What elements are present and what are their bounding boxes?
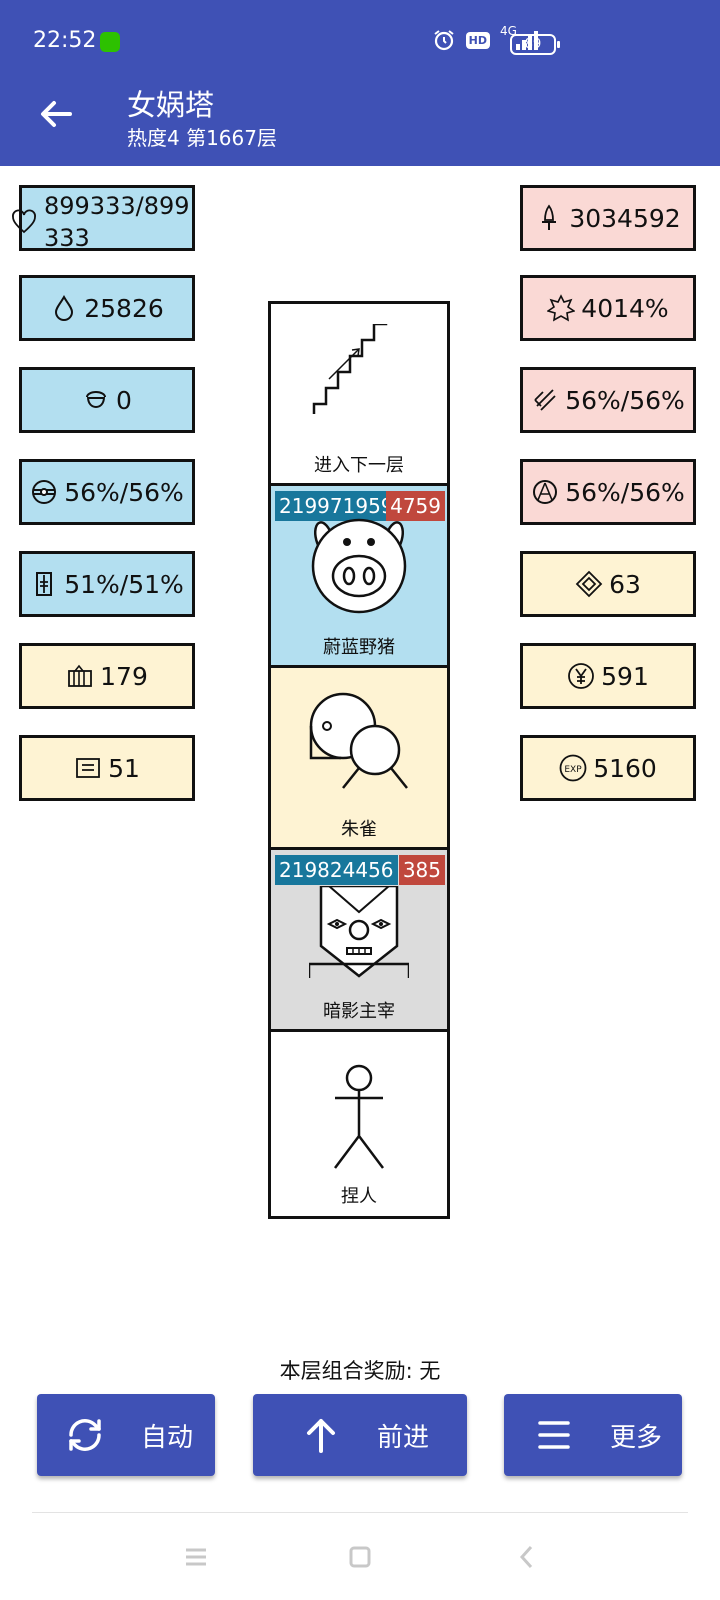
home-icon[interactable] bbox=[345, 1542, 375, 1572]
refresh-icon bbox=[69, 1419, 101, 1451]
exp-icon: EXP bbox=[559, 754, 587, 782]
app-bar: 22:52 HD 4G 89 女娲塔 热度4 第1667层 bbox=[0, 0, 720, 166]
player-stickman-icon bbox=[334, 1064, 384, 1169]
stat-card[interactable]: 51 bbox=[19, 735, 195, 801]
stat-hp[interactable]: 899333/899333 bbox=[12, 185, 195, 252]
tower-column: 进入下一层 219971959 4759 蔚蓝野猪 朱雀 bbox=[268, 301, 450, 1219]
forward-button[interactable]: 前进 bbox=[253, 1394, 467, 1476]
floor-label: 捏人 bbox=[341, 1186, 377, 1207]
drop-icon bbox=[55, 294, 74, 321]
stat-slash[interactable]: 56%/56% bbox=[520, 367, 696, 433]
recent-apps-icon[interactable] bbox=[181, 1542, 211, 1572]
combo-reward-text: 本层组合奖励: 无 bbox=[279, 1359, 441, 1383]
status-icons: HD 4G bbox=[432, 24, 544, 52]
page-subtitle: 热度4 第1667层 bbox=[127, 126, 277, 150]
floor-label: 进入下一层 bbox=[314, 455, 404, 476]
enemy-hp-bar: 219971959 4759 bbox=[275, 491, 445, 521]
stat-resist-value: 56%/56% bbox=[64, 477, 184, 507]
stat-attack-value: 3034592 bbox=[569, 203, 681, 233]
arrow-up-icon bbox=[307, 1419, 335, 1453]
stat-barrier[interactable]: 179 bbox=[19, 643, 195, 709]
enemy-hp-max: 4759 bbox=[386, 491, 445, 521]
tower-floor-enemy[interactable]: 219971959 4759 蔚蓝野猪 bbox=[271, 486, 447, 668]
card-icon bbox=[76, 758, 100, 778]
stat-armor[interactable]: 51%/51% bbox=[19, 551, 195, 617]
svg-text:EXP: EXP bbox=[565, 765, 583, 775]
status-time: 22:52 bbox=[33, 28, 97, 53]
stat-armor-value: 51%/51% bbox=[64, 569, 184, 599]
stat-pierce-value: 56%/56% bbox=[565, 477, 685, 507]
tower-floor-stairs[interactable]: 进入下一层 bbox=[271, 304, 447, 486]
tower-floor-npc[interactable]: 朱雀 bbox=[271, 668, 447, 850]
armor-icon bbox=[36, 572, 53, 596]
stat-magic-value: 25826 bbox=[84, 293, 164, 323]
stat-resist[interactable]: 56%/56% bbox=[19, 459, 195, 525]
enemy-hp-max: 385 bbox=[398, 855, 445, 885]
barrier-icon bbox=[68, 664, 93, 687]
alarm-icon bbox=[434, 30, 454, 51]
slash-icon bbox=[534, 389, 556, 411]
stairs-icon bbox=[312, 324, 388, 414]
nav-divider bbox=[32, 1512, 688, 1513]
sword-icon bbox=[542, 204, 557, 230]
stat-card-value: 51 bbox=[108, 753, 140, 783]
stat-gem-value: 63 bbox=[609, 569, 641, 599]
shield-ring-icon bbox=[32, 480, 57, 504]
back-arrow-icon[interactable] bbox=[36, 94, 76, 134]
stat-magic[interactable]: 25826 bbox=[19, 275, 195, 341]
floor-label: 蔚蓝野猪 bbox=[323, 637, 395, 658]
tower-floor-player[interactable]: 捏人 bbox=[271, 1032, 447, 1214]
stat-crit[interactable]: 4014% bbox=[520, 275, 696, 341]
stat-attack[interactable]: 3034592 bbox=[520, 185, 696, 251]
hd-icon: HD bbox=[465, 31, 490, 49]
burst-icon bbox=[547, 294, 576, 322]
yen-coin-icon bbox=[568, 663, 595, 689]
tower-floor-enemy[interactable]: 219824456 385 暗影主宰 bbox=[271, 850, 447, 1032]
auto-button[interactable]: 自动 bbox=[37, 1394, 215, 1476]
stat-gold[interactable]: 591 bbox=[520, 643, 696, 709]
back-nav-icon[interactable] bbox=[512, 1542, 542, 1572]
stat-crit-value: 4014% bbox=[581, 293, 669, 323]
floor-label: 朱雀 bbox=[341, 819, 377, 840]
stat-exp-value: 5160 bbox=[593, 753, 657, 783]
wechat-notification-icon bbox=[100, 32, 120, 52]
heart-icon bbox=[12, 209, 36, 234]
forward-button-label: 前进 bbox=[377, 1422, 430, 1453]
menu-icon bbox=[538, 1421, 570, 1449]
more-button-label: 更多 bbox=[610, 1422, 663, 1453]
stat-slash-value: 56%/56% bbox=[565, 385, 685, 415]
stat-pierce[interactable]: 56%/56% bbox=[520, 459, 696, 525]
more-button[interactable]: 更多 bbox=[504, 1394, 682, 1476]
shadow-lord-icon bbox=[309, 886, 409, 978]
enemy-hp-current: 219824456 bbox=[275, 855, 398, 885]
boar-icon bbox=[311, 518, 407, 614]
page-title: 女娲塔 bbox=[127, 88, 215, 122]
floor-label: 暗影主宰 bbox=[323, 1001, 395, 1022]
battery-icon: 89 bbox=[510, 34, 560, 55]
auto-button-label: 自动 bbox=[141, 1422, 194, 1453]
stat-defense-value: 0 bbox=[116, 385, 132, 415]
stat-hp-value: 899333/899333 bbox=[44, 192, 190, 252]
stat-exp[interactable]: EXP 5160 bbox=[520, 735, 696, 801]
stat-gold-value: 591 bbox=[601, 661, 649, 691]
enemy-hp-current: 219971959 bbox=[275, 491, 398, 521]
zhuque-icon bbox=[309, 692, 408, 789]
pierce-icon bbox=[533, 480, 558, 504]
enemy-hp-bar: 219824456 385 bbox=[275, 855, 445, 885]
gem-icon bbox=[575, 570, 603, 598]
stat-barrier-value: 179 bbox=[100, 661, 148, 691]
stat-gem[interactable]: 63 bbox=[520, 551, 696, 617]
stat-defense[interactable]: 0 bbox=[19, 367, 195, 433]
helmet-icon bbox=[86, 391, 107, 409]
